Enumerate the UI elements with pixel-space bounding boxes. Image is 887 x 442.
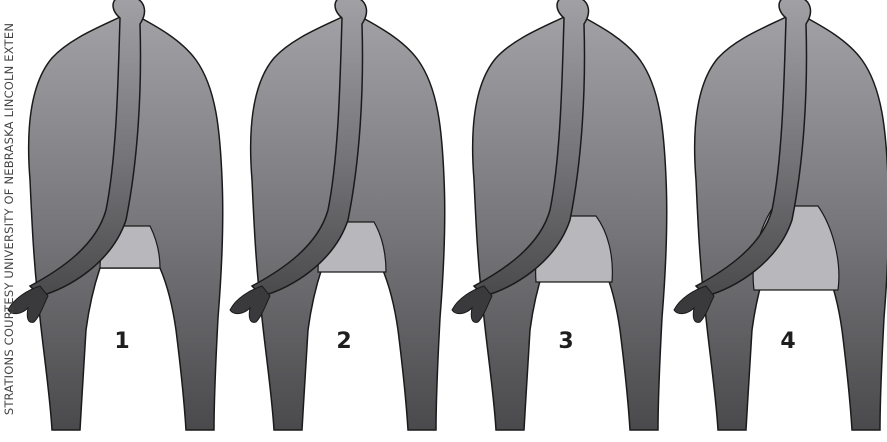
figure-label-4: 4	[780, 329, 795, 354]
figure-label-3: 3	[558, 329, 573, 354]
cow-figure-1: 1	[8, 0, 223, 430]
cow-figure-3: 3	[452, 0, 667, 430]
cow-figure-2: 2	[230, 0, 445, 430]
figure-label-2: 2	[336, 329, 351, 354]
cow-figure-4: 4	[674, 0, 887, 430]
figure-label-1: 1	[114, 329, 129, 354]
photo-credit: STRATIONS COURTESY UNIVERSITY OF NEBRASK…	[2, 0, 16, 438]
